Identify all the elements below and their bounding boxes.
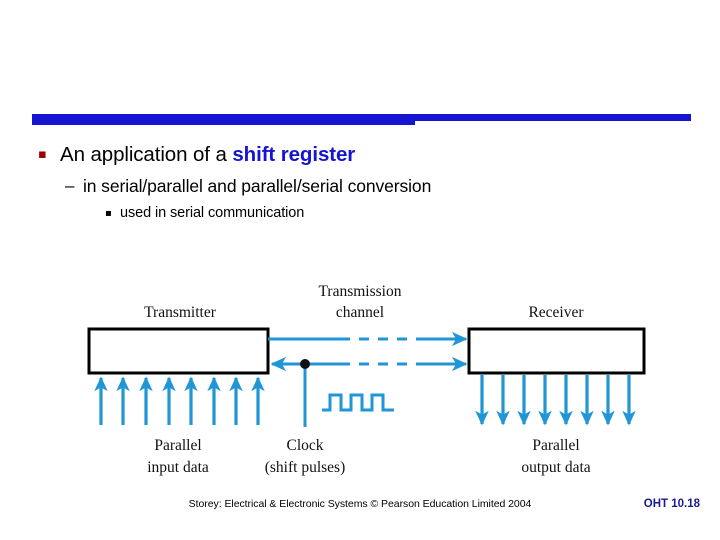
label-clock-line2: (shift pulses) (265, 459, 346, 476)
label-transmitter: Transmitter (144, 304, 217, 321)
bullet-marker-square-icon: ▪ (38, 147, 47, 162)
label-parallel-input-line2: input data (147, 459, 209, 476)
bullet-level1-text-plain: An application of a (60, 143, 233, 166)
parallel-input-arrows (94, 376, 265, 425)
label-parallel-input-line1: Parallel (154, 437, 201, 454)
slide-footer: Storey: Electrical & Electronic Systems … (0, 498, 720, 518)
footer-credit-text: Storey: Electrical & Electronic Systems … (188, 498, 532, 510)
bullet-level2-text: in serial/parallel and parallel/serial c… (83, 176, 432, 196)
header-divider-segment-middle (415, 114, 552, 121)
bullet-level1-text: An application of a shift register (60, 142, 355, 168)
bullet-list: ▪ An application of a shift register – i… (0, 142, 720, 224)
clock-waveform-icon (322, 393, 394, 412)
bullet-marker-dash-icon: – (65, 176, 75, 195)
bullet-level1: ▪ An application of a shift register (0, 142, 720, 168)
transmitter-box (87, 327, 270, 375)
bullet-level1-text-emphasis: shift register (232, 143, 356, 166)
label-parallel-output-line2: output data (521, 459, 590, 476)
label-transmission-channel-line2: channel (336, 304, 384, 321)
label-receiver: Receiver (528, 304, 584, 321)
label-parallel-output-line1: Parallel (532, 437, 579, 454)
label-transmission-channel-line1: Transmission (319, 283, 402, 300)
clock-junction-dot (300, 359, 310, 369)
bullet-marker-small-square-icon: ▪ (105, 208, 112, 219)
receiver-box (467, 327, 646, 375)
label-clock-line1: Clock (286, 437, 323, 454)
header-divider (0, 110, 720, 130)
bullet-level2: – in serial/parallel and parallel/serial… (0, 174, 720, 198)
header-divider-segment-right (552, 114, 691, 121)
serial-communication-diagram: Transmitter Transmission channel Receive… (0, 262, 720, 487)
footer-slide-number: OHT 10.18 (643, 498, 700, 510)
bullet-level3: ▪ used in serial communication (0, 203, 720, 224)
parallel-output-arrows (475, 375, 636, 426)
header-divider-segment-left (32, 114, 415, 125)
bullet-level3-text: used in serial communication (120, 205, 305, 221)
